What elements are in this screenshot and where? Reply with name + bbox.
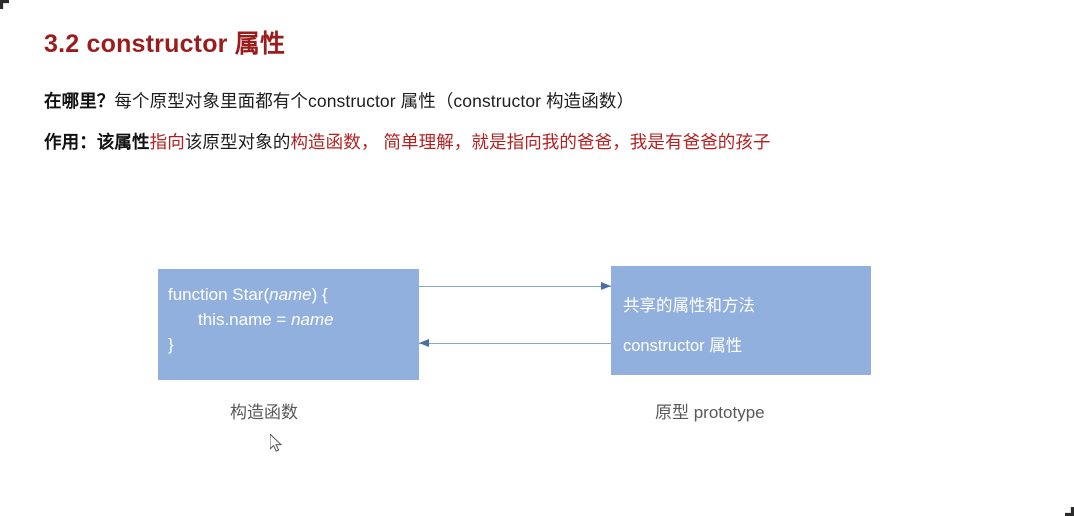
prototype-constructor-label: constructor 属性 xyxy=(623,337,743,355)
code-line-1-prefix: function Star( xyxy=(168,285,270,304)
body-line-2-black-2: 该原型对象的 xyxy=(184,132,291,152)
body-line-1: 在哪里？每个原型对象里面都有个constructor 属性（constructo… xyxy=(44,88,634,113)
prototype-shared-members-label: 共享的属性和方法 xyxy=(623,297,755,315)
arrow-right-head-icon xyxy=(601,282,611,290)
page-title: 3.2 constructor 属性 xyxy=(44,30,286,58)
body-line-1-text: 每个原型对象里面都有个constructor 属性（constructor 构造… xyxy=(114,91,635,111)
code-line-1-suffix: ) { xyxy=(311,285,328,304)
body-line-2-black-1: 该属性 xyxy=(96,132,150,152)
code-block: function Star(name) { this.name = name } xyxy=(168,282,334,357)
code-line-2-prefix: this.name = xyxy=(198,310,292,329)
code-param-name-1: name xyxy=(269,285,312,304)
body-line-2: 作用：该属性指向该原型对象的构造函数， 简单理解，就是指向我的爸爸，我是有爸爸的… xyxy=(44,129,771,154)
code-line-3: } xyxy=(168,335,174,354)
caption-constructor-function: 构造函数 xyxy=(230,403,298,422)
body-line-2-lead: 作用： xyxy=(44,132,97,152)
crop-mark-top-left xyxy=(0,0,9,9)
mouse-cursor-icon xyxy=(269,432,284,459)
caption-prototype: 原型 prototype xyxy=(655,403,765,422)
prototype-box: 共享的属性和方法 constructor 属性 xyxy=(611,266,871,375)
code-param-name-2: name xyxy=(291,310,334,329)
crop-mark-bottom-right xyxy=(1065,507,1074,516)
constructor-function-box: function Star(name) { this.name = name } xyxy=(158,269,419,380)
arrow-constructor-to-prototype-line xyxy=(419,286,611,287)
arrow-prototype-to-constructor-line xyxy=(419,343,611,344)
arrow-left-head-icon xyxy=(419,339,429,347)
body-line-2-red-1: 指向 xyxy=(149,132,185,152)
body-line-2-red-2: 构造函数， 简单理解，就是指向我的爸爸，我是有爸爸的孩子 xyxy=(290,132,771,152)
body-line-1-lead: 在哪里？ xyxy=(44,91,115,111)
